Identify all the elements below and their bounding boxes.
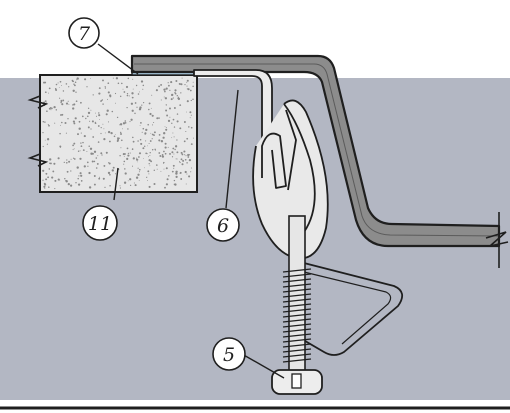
threaded-rod (288, 215, 306, 373)
spring-clip (252, 99, 329, 260)
callout-6: 6 (206, 208, 240, 242)
concrete-stipple (42, 77, 194, 190)
callout-11-label: 11 (88, 213, 112, 235)
callout-5: 5 (212, 337, 246, 371)
wire-spring (299, 261, 404, 356)
screw-head (271, 369, 323, 395)
callout-6-label: 6 (217, 215, 229, 237)
callout-7: 7 (68, 17, 100, 49)
callout-7-label: 7 (78, 23, 91, 45)
coil-spring (282, 268, 312, 363)
callout-5-label: 5 (223, 344, 235, 366)
callout-11: 11 (82, 205, 118, 241)
panel-break-mark (485, 212, 509, 268)
panel-inner-line (134, 63, 500, 237)
leader-lines (97, 43, 285, 379)
wire-spring-inner (303, 271, 392, 345)
concrete-block (27, 74, 198, 193)
